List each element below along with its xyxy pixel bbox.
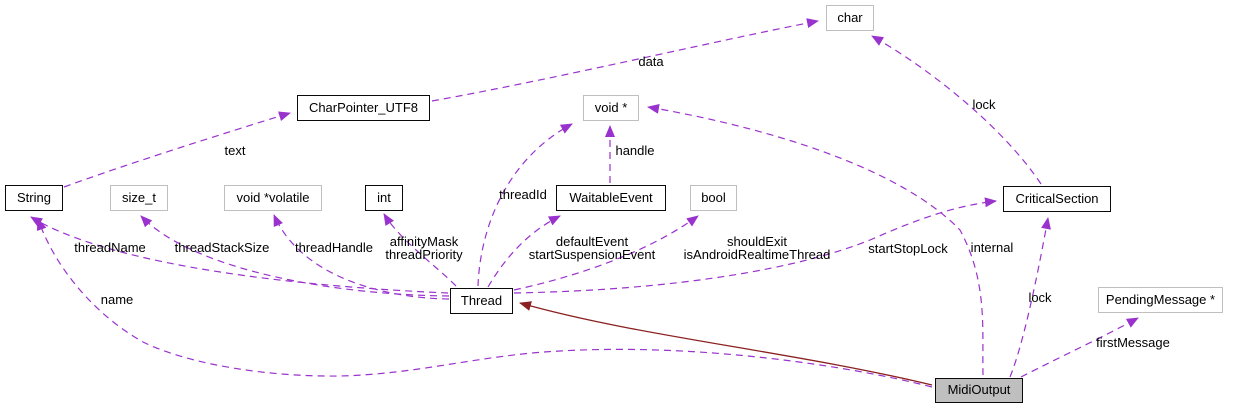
edge-thread-sizet — [140, 215, 450, 297]
edge-label-handle: handle — [615, 143, 655, 158]
edge-string-charpointerutf8 — [63, 111, 291, 188]
node-string[interactable]: String — [5, 185, 63, 211]
edge-label-threadid: threadId — [499, 187, 547, 202]
edge-label-firstmessage: firstMessage — [1096, 335, 1170, 350]
edge-label-shouldexit-isandroidrealtimethread: shouldExit isAndroidRealtimeThread — [683, 234, 831, 262]
edge-label-data: data — [638, 54, 664, 69]
node-thread[interactable]: Thread — [450, 288, 513, 314]
edge-label-name: name — [100, 292, 134, 307]
edge-label-lock-top: lock — [972, 97, 996, 112]
node-void-volatile: void *volatile — [224, 185, 322, 211]
edge-thread-int — [383, 213, 457, 287]
node-int[interactable]: int — [365, 185, 403, 211]
edge-label-text: text — [224, 143, 246, 158]
edge-thread-criticalsection — [513, 197, 997, 294]
node-void-ptr: void * — [583, 95, 639, 121]
edge-label-threadhandle: threadHandle — [294, 240, 374, 255]
node-critical-section[interactable]: CriticalSection — [1003, 186, 1111, 212]
edge-criticalsection-char — [871, 35, 1042, 185]
edge-label-lock-bottom: lock — [1028, 290, 1052, 305]
edge-label-startstoplock: startStopLock — [868, 241, 948, 256]
node-char: char — [826, 5, 874, 31]
node-midioutput: MidiOutput — [935, 378, 1023, 403]
node-pending-message: PendingMessage * — [1098, 287, 1223, 313]
edge-thread-waitableevent — [487, 215, 561, 288]
edge-midioutput-voidptr — [647, 103, 984, 376]
edge-charpointerutf8-char — [431, 18, 819, 102]
edge-midioutput-pendingmessage — [1020, 317, 1139, 378]
edge-label-defaultevent-startsuspensionevent: defaultEvent startSuspensionEvent — [528, 234, 656, 262]
node-waitable-event[interactable]: WaitableEvent — [556, 185, 666, 211]
edge-thread-voidvolatile — [273, 214, 450, 300]
node-bool: bool — [690, 185, 737, 211]
edge-midioutput-string — [36, 218, 933, 388]
edge-label-internal: internal — [970, 240, 1014, 255]
edge-midioutput-criticalsection — [1009, 217, 1051, 378]
edge-label-threadstacksize: threadStackSize — [174, 240, 270, 255]
edge-label-affinitymask-threadpriority: affinityMask threadPriority — [385, 234, 463, 262]
node-charpointer-utf8[interactable]: CharPointer_UTF8 — [297, 95, 430, 121]
edge-thread-string — [30, 216, 449, 294]
edge-thread-voidptr — [477, 123, 573, 287]
edge-thread-bool — [513, 215, 699, 291]
node-size-t: size_t — [110, 185, 168, 211]
edge-midioutput-thread-inheritance — [519, 301, 933, 386]
edge-label-threadname: threadName — [74, 240, 146, 255]
